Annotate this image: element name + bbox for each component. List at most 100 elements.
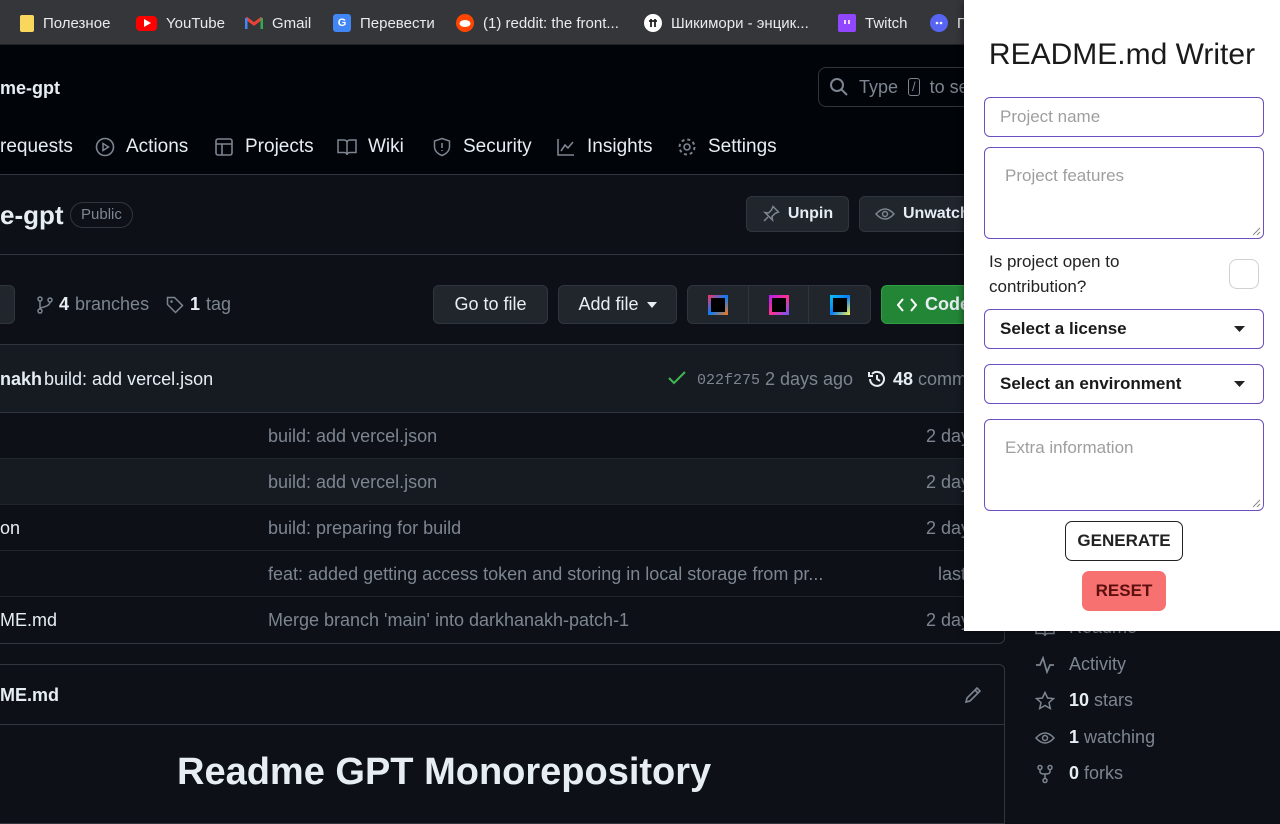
eye-icon (1035, 730, 1055, 746)
chevron-down-icon (646, 301, 657, 308)
code-icon (897, 297, 917, 312)
tab-security[interactable]: Security (432, 132, 532, 162)
commit-time: 2 days ago (765, 369, 854, 389)
tab-pull-requests[interactable]: requests (0, 132, 73, 162)
ide-buttons-group (687, 285, 871, 324)
bookmark-twitch[interactable]: Twitch (838, 11, 908, 35)
add-file-button[interactable]: Add file (558, 285, 677, 324)
file-commit-message[interactable]: build: add vercel.json (268, 426, 438, 446)
header-divider (0, 254, 1280, 255)
popup-title: README.md Writer (988, 38, 1256, 71)
tab-settings[interactable]: Settings (677, 132, 777, 162)
book-icon (337, 137, 357, 157)
pencil-icon[interactable] (963, 685, 983, 705)
project-features-placeholder: Project features (1005, 166, 1125, 185)
table-icon (214, 137, 234, 157)
chevron-down-icon (1234, 326, 1245, 332)
forks-label: forks (1084, 763, 1124, 783)
generate-button[interactable]: GENERATE (1065, 521, 1183, 561)
unpin-button[interactable]: Unpin (746, 196, 849, 232)
file-commit-message[interactable]: build: add vercel.json (268, 472, 438, 492)
branches-count: 4 (59, 294, 70, 314)
reddit-icon (456, 14, 474, 32)
resize-handle-icon[interactable] (1251, 226, 1261, 236)
tab-projects[interactable]: Projects (214, 132, 314, 162)
check-icon (668, 371, 686, 385)
environment-select[interactable]: Select an environment (984, 364, 1264, 404)
stars-count: 10 (1069, 690, 1090, 710)
project-features-textarea[interactable]: Project features (984, 147, 1264, 239)
twitch-icon (838, 14, 856, 32)
readme-filename[interactable]: ME.md (0, 685, 60, 705)
repo-title[interactable]: e-gpt (0, 200, 64, 230)
sidebar-activity-label: Activity (1069, 654, 1127, 674)
reset-button[interactable]: RESET (1082, 571, 1166, 611)
bookmark-discord[interactable]: П (930, 11, 968, 35)
tab-label: Wiki (368, 136, 404, 157)
file-row[interactable]: feat: added getting access token and sto… (0, 551, 1004, 597)
file-name[interactable]: ME.md (0, 610, 58, 630)
file-row[interactable]: ME.md Merge branch 'main' into darkhanak… (0, 597, 1004, 643)
fork-icon (1035, 764, 1055, 784)
resize-handle-icon[interactable] (1251, 498, 1261, 508)
stars-label: stars (1094, 690, 1134, 710)
search-icon (829, 77, 849, 97)
tab-label: requests (0, 136, 73, 157)
environment-select-value: Select an environment (1000, 374, 1182, 393)
bookmark-label: П (957, 14, 968, 32)
bookmark-reddit[interactable]: (1) reddit: the front... (456, 11, 619, 35)
file-commit-message[interactable]: build: preparing for build (268, 518, 462, 538)
file-row[interactable]: build: add vercel.json 2 days a (0, 459, 1004, 505)
commit-count: 48 (893, 369, 914, 389)
shikimori-icon (644, 14, 662, 32)
tab-wiki[interactable]: Wiki (337, 132, 404, 162)
project-name-placeholder: Project name (1000, 107, 1101, 126)
license-select[interactable]: Select a license (984, 309, 1264, 349)
file-row[interactable]: build: add vercel.json 2 days a (0, 413, 1004, 459)
project-name-input[interactable]: Project name (984, 97, 1264, 137)
latest-commit-row: nakh build: add vercel.json 022f275 2 da… (0, 345, 1004, 413)
search-input[interactable]: Type / to sea (818, 67, 998, 107)
contribution-checkbox[interactable] (1229, 259, 1259, 289)
commit-author[interactable]: nakh (0, 369, 43, 389)
tab-actions[interactable]: Actions (95, 132, 188, 162)
gmail-icon (245, 14, 263, 32)
tags-link[interactable]: 1 tag (166, 294, 231, 315)
go-to-file-button[interactable]: Go to file (433, 285, 548, 324)
file-commit-message[interactable]: Merge branch 'main' into darkhanakh-patc… (268, 610, 630, 630)
tags-count: 1 (190, 294, 201, 314)
youtube-icon (136, 15, 157, 31)
file-row[interactable]: on build: preparing for build 2 days a (0, 505, 1004, 551)
file-commit-message[interactable]: feat: added getting access token and sto… (268, 564, 824, 584)
repo-breadcrumb-name[interactable]: me-gpt (0, 78, 60, 98)
bookmark-youtube[interactable]: YouTube (136, 11, 225, 35)
commit-message[interactable]: build: add vercel.json (44, 369, 214, 389)
sidebar-activity[interactable]: Activity (1035, 654, 1126, 675)
license-select-value: Select a license (1000, 319, 1127, 338)
branch-select-button[interactable] (0, 285, 15, 324)
sidebar-forks[interactable]: 0 forks (1035, 763, 1123, 784)
unwatch-button[interactable]: Unwatch (859, 196, 979, 232)
sidebar-watching[interactable]: 1 watching (1035, 727, 1155, 748)
webstorm-button[interactable] (809, 286, 870, 323)
bookmark-gmail[interactable]: Gmail (245, 11, 311, 35)
file-name[interactable]: on (0, 518, 21, 538)
bookmark-translate[interactable]: G Перевести (333, 11, 435, 35)
extra-information-textarea[interactable]: Extra information (984, 419, 1264, 511)
generate-label: GENERATE (1077, 531, 1171, 550)
branch-icon (37, 295, 53, 314)
bookmark-shikimori[interactable]: Шикимори - энцик... (644, 11, 809, 35)
branches-label: branches (75, 294, 150, 314)
pin-icon (762, 205, 780, 223)
commit-hash[interactable]: 022f275 (697, 372, 761, 389)
tab-label: Projects (245, 136, 314, 157)
tab-label: Security (463, 136, 532, 157)
bookmark-folder-useful[interactable]: Полезное (20, 11, 110, 35)
search-shortcut-key: / (908, 78, 920, 96)
commit-count-link[interactable]: 48 comm (893, 369, 967, 390)
tab-insights[interactable]: Insights (556, 132, 652, 162)
intellij-button[interactable] (688, 286, 749, 323)
sidebar-stars[interactable]: 10 stars (1035, 690, 1133, 711)
phpstorm-button[interactable] (749, 286, 810, 323)
branches-link[interactable]: 4 branches (37, 294, 149, 315)
